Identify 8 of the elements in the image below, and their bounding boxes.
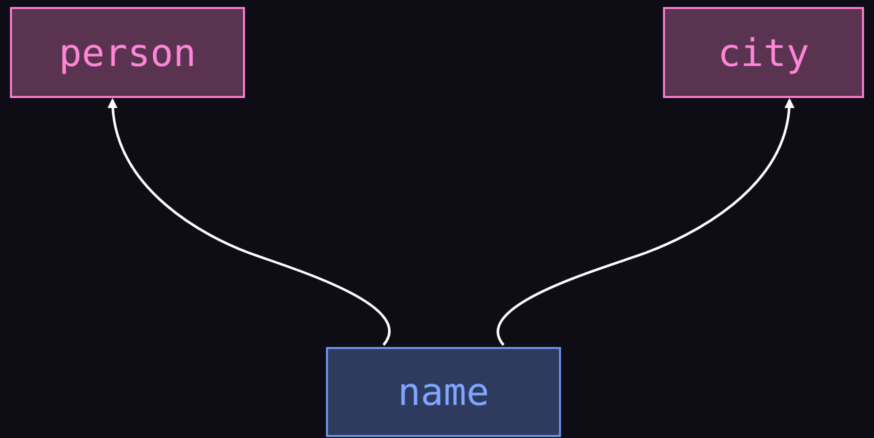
node-label: person (58, 30, 196, 74)
arrow (497, 98, 794, 346)
node-box (663, 7, 864, 98)
node-label: city (718, 30, 810, 74)
node-label: name (398, 370, 490, 414)
node-box (10, 7, 245, 98)
arrow (108, 98, 390, 346)
node-box (326, 347, 561, 437)
